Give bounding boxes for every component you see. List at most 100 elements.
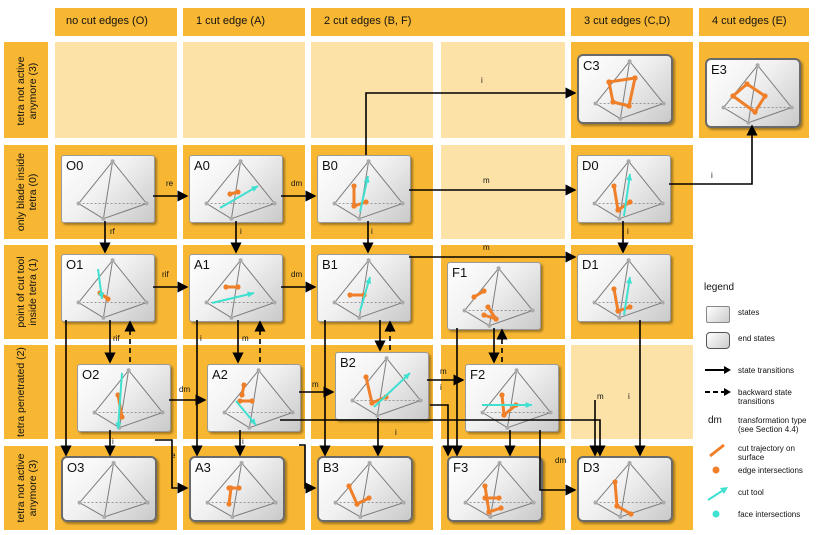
state-c3: C3 bbox=[577, 54, 673, 124]
cut-trajectory bbox=[227, 486, 233, 506]
tetra-vertex bbox=[333, 500, 338, 505]
tetra-edge bbox=[628, 160, 664, 204]
edge-intersection bbox=[627, 304, 633, 310]
tetra-edge bbox=[335, 502, 361, 518]
edge-intersection bbox=[227, 191, 233, 197]
tetra-vertex bbox=[111, 460, 116, 465]
tetra-vertex bbox=[755, 63, 760, 68]
tetra-edge bbox=[595, 103, 621, 120]
cut-tool-head bbox=[626, 174, 633, 181]
tetra-edge bbox=[594, 259, 629, 303]
edge-intersection bbox=[615, 308, 621, 314]
cut-tool-head bbox=[403, 373, 410, 380]
tetra-vertex bbox=[627, 59, 632, 64]
legend-text: cut tool bbox=[738, 488, 764, 497]
edge-intersection bbox=[351, 203, 357, 209]
cut-tool-head bbox=[247, 291, 254, 298]
tetra-vertex bbox=[239, 460, 244, 465]
label-dm: dm bbox=[555, 456, 566, 465]
tetra-edge bbox=[230, 161, 242, 219]
tetra-vertex bbox=[367, 460, 372, 465]
tetra-edge bbox=[240, 259, 276, 303]
state-label: O3 bbox=[67, 460, 85, 475]
cut-trajectory bbox=[615, 504, 633, 516]
edge-intersection bbox=[752, 109, 758, 115]
edge-intersection bbox=[615, 207, 621, 213]
tetra-edge bbox=[258, 369, 294, 413]
cut-tool bbox=[373, 372, 411, 408]
tetra-edge bbox=[359, 302, 403, 319]
tetra-vertex bbox=[238, 258, 243, 263]
cut-trajectory bbox=[607, 80, 615, 104]
label-i: i bbox=[627, 227, 629, 236]
state-label: C3 bbox=[583, 58, 600, 73]
label-i: i bbox=[440, 383, 442, 392]
state-o0: O0 bbox=[61, 155, 155, 223]
cut-trajectory bbox=[347, 484, 359, 506]
tetra-edge bbox=[112, 259, 148, 303]
tetra-edge bbox=[230, 260, 242, 318]
tetra-vertex bbox=[357, 315, 362, 320]
tetrahedron-icon bbox=[222, 368, 295, 430]
tetra-edge bbox=[94, 412, 120, 429]
edge-intersection bbox=[485, 304, 491, 310]
legend-title: legend bbox=[704, 282, 735, 293]
label-dm: dm bbox=[291, 179, 302, 188]
tetra-edge bbox=[78, 302, 104, 319]
grid-cell bbox=[55, 42, 177, 138]
grid-cell bbox=[571, 345, 693, 439]
label-m: m bbox=[483, 176, 490, 185]
edge-intersection bbox=[239, 392, 245, 398]
tetrahedron-icon bbox=[593, 460, 666, 519]
tetra-vertex bbox=[204, 300, 209, 305]
tetrahedron-icon bbox=[76, 159, 149, 221]
tetra-edge bbox=[360, 502, 404, 518]
tetra-vertex bbox=[110, 258, 115, 263]
state-label: D0 bbox=[582, 158, 599, 173]
state-label: A0 bbox=[194, 158, 210, 173]
tetra-vertex bbox=[480, 410, 485, 415]
tetra-vertex bbox=[332, 300, 337, 305]
tetra-edge bbox=[498, 267, 534, 311]
edge-intersection bbox=[346, 483, 352, 489]
tetrahedron-icon bbox=[463, 460, 536, 519]
tetra-edge bbox=[249, 412, 293, 429]
tetra-edge bbox=[619, 61, 631, 119]
tetra-edge bbox=[128, 369, 164, 413]
tetra-edge bbox=[241, 462, 277, 503]
edge-intersection bbox=[249, 398, 255, 404]
end-state-swatch bbox=[706, 332, 730, 349]
tetra-vertex bbox=[76, 300, 81, 305]
cut-trajectory bbox=[607, 76, 637, 84]
tetra-vertex bbox=[247, 425, 252, 430]
tetrahedron-icon bbox=[204, 159, 277, 221]
tetra-edge bbox=[103, 462, 115, 517]
tetra-edge bbox=[352, 400, 378, 417]
edge-intersection bbox=[611, 183, 617, 189]
state-a1: A1 bbox=[189, 254, 283, 322]
tetra-vertex bbox=[617, 216, 622, 221]
state-b3: B3 bbox=[317, 456, 413, 522]
tetra-edge bbox=[516, 369, 552, 413]
tetra-vertex bbox=[618, 514, 623, 519]
arrow-a2-b3 bbox=[299, 444, 317, 494]
column-header-e bbox=[699, 8, 809, 36]
edge-intersection bbox=[628, 511, 634, 517]
row-header-4 bbox=[4, 446, 48, 530]
tetra-vertex bbox=[400, 300, 405, 305]
label-rif: rif bbox=[113, 334, 120, 343]
tetrahedron-icon bbox=[204, 258, 277, 320]
edge-intersection bbox=[482, 495, 488, 501]
tetra-vertex bbox=[160, 410, 165, 415]
label-rf: rf bbox=[110, 227, 116, 236]
tetra-edge bbox=[334, 302, 360, 319]
tetra-vertex bbox=[273, 500, 278, 505]
tetra-edge bbox=[368, 259, 404, 303]
tetra-edge bbox=[104, 502, 148, 518]
edge-intersection bbox=[501, 412, 507, 418]
edge-intersection bbox=[606, 79, 612, 85]
tetra-edge bbox=[103, 302, 147, 319]
face-intersection-icon bbox=[712, 510, 720, 518]
state-label: O2 bbox=[82, 367, 100, 382]
